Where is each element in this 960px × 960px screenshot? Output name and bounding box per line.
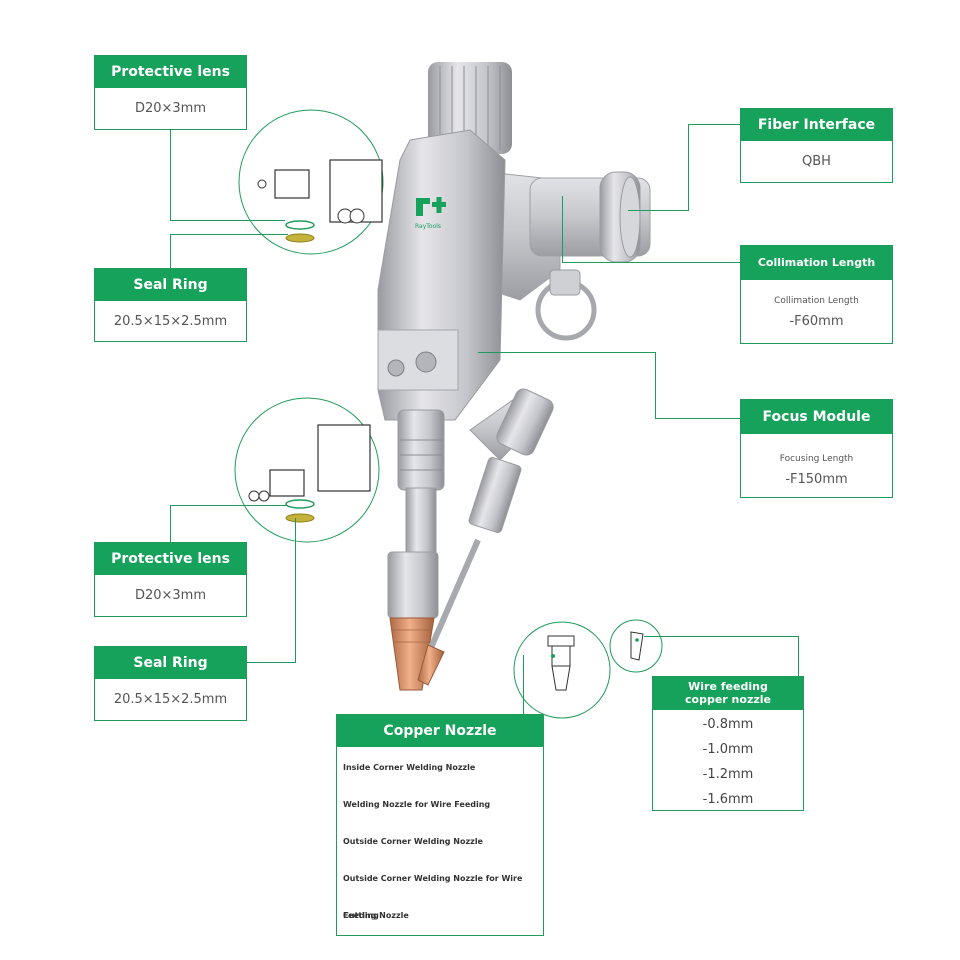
protective-lens-top-title: Protective lens	[95, 56, 246, 88]
connector-line	[562, 262, 740, 263]
protective-lens-bottom-title: Protective lens	[95, 543, 246, 575]
connector-line	[628, 210, 688, 211]
fiber-interface-value: QBH	[802, 154, 831, 169]
nozzle-assembly	[387, 409, 445, 691]
fiber-interface-box: Fiber Interface QBH	[740, 108, 893, 183]
connector-line	[170, 505, 171, 545]
protective-lens-bottom-box: Protective lens D20×3mm	[94, 542, 247, 617]
connector-line	[523, 655, 524, 715]
collimation-length-value: -F60mm	[789, 314, 844, 329]
wire-size-item: -1.6mm	[702, 792, 754, 807]
connector-line	[170, 505, 288, 506]
wire-feeding-title-line2: copper nozzle	[685, 693, 771, 706]
connector-line	[655, 352, 656, 418]
connector-line	[295, 518, 296, 663]
wire-feed	[417, 388, 554, 686]
connector-line	[798, 636, 799, 676]
nozzle-item: Inside Corner Welding Nozzle	[343, 763, 476, 772]
main-body: RayTools	[377, 129, 506, 421]
wire-size-item: -1.2mm	[702, 767, 754, 782]
connector-line	[170, 234, 171, 268]
brand-logo: RayTools	[415, 197, 446, 230]
copper-nozzle-title: Copper Nozzle	[337, 715, 543, 747]
connector-line	[644, 636, 799, 637]
protective-lens-top-value: D20×3mm	[134, 101, 207, 116]
nozzle-item: Outside Corner Welding Nozzle	[343, 837, 483, 846]
copper-nozzle-list: Inside Corner Welding Nozzle Welding Noz…	[337, 747, 543, 934]
wire-feeding-box: Wire feeding copper nozzle -0.8mm -1.0mm…	[652, 676, 804, 811]
focus-module-box: Focus Module Focusing Length -F150mm	[740, 399, 893, 498]
wire-size-item: -1.0mm	[702, 742, 754, 757]
protective-lens-top-box: Protective lens D20×3mm	[94, 55, 247, 130]
detail-circle-nozzle	[513, 621, 611, 719]
seal-ring-bottom-box: Seal Ring 20.5×15×2.5mm	[94, 646, 247, 721]
wire-feeding-title-line1: Wire feeding	[688, 680, 768, 693]
nozzle-item: Cutting Nozzle	[343, 911, 409, 920]
nozzle-item: Outside Corner Welding Nozzle for Wire F…	[343, 874, 523, 920]
connector-line	[170, 220, 285, 221]
collimation-length-subtitle: Collimation Length	[774, 296, 859, 306]
detail-circle-wire	[609, 619, 663, 673]
detail-circle-bottom	[234, 397, 380, 543]
focus-module-subtitle: Focusing Length	[779, 454, 854, 464]
fiber-interface-title: Fiber Interface	[741, 109, 892, 141]
seal-ring-bottom-title: Seal Ring	[95, 647, 246, 679]
connector-line	[562, 196, 563, 262]
nozzle-item: Welding Nozzle for Wire Feeding	[343, 800, 491, 809]
wire-feeding-list: -0.8mm -1.0mm -1.2mm -1.6mm	[653, 710, 803, 812]
copper-nozzle-box: Copper Nozzle Inside Corner Welding Nozz…	[336, 714, 544, 936]
connector-line	[170, 234, 288, 235]
wire-feeding-title: Wire feeding copper nozzle	[653, 677, 803, 710]
seal-ring-bottom-value: 20.5×15×2.5mm	[113, 692, 228, 707]
logo-text: RayTools	[415, 223, 441, 230]
seal-ring-top-box: Seal Ring 20.5×15×2.5mm	[94, 268, 247, 342]
wire-size-item: -0.8mm	[702, 717, 754, 732]
protective-lens-bottom-value: D20×3mm	[134, 588, 207, 603]
collimation-length-title: Collimation Length	[741, 246, 892, 280]
focus-module-title: Focus Module	[741, 400, 892, 434]
connector-line	[688, 124, 740, 125]
collimation-length-box: Collimation Length Collimation Length -F…	[740, 245, 893, 344]
connector-line	[478, 352, 655, 353]
connector-line	[245, 662, 296, 663]
seal-ring-top-title: Seal Ring	[95, 269, 246, 301]
seal-ring-top-value: 20.5×15×2.5mm	[113, 314, 228, 329]
detail-circle-top	[238, 109, 384, 255]
connector-line	[170, 130, 171, 221]
focus-module-value: -F150mm	[785, 472, 848, 487]
connector-line	[688, 124, 689, 211]
connector-line	[655, 418, 740, 419]
